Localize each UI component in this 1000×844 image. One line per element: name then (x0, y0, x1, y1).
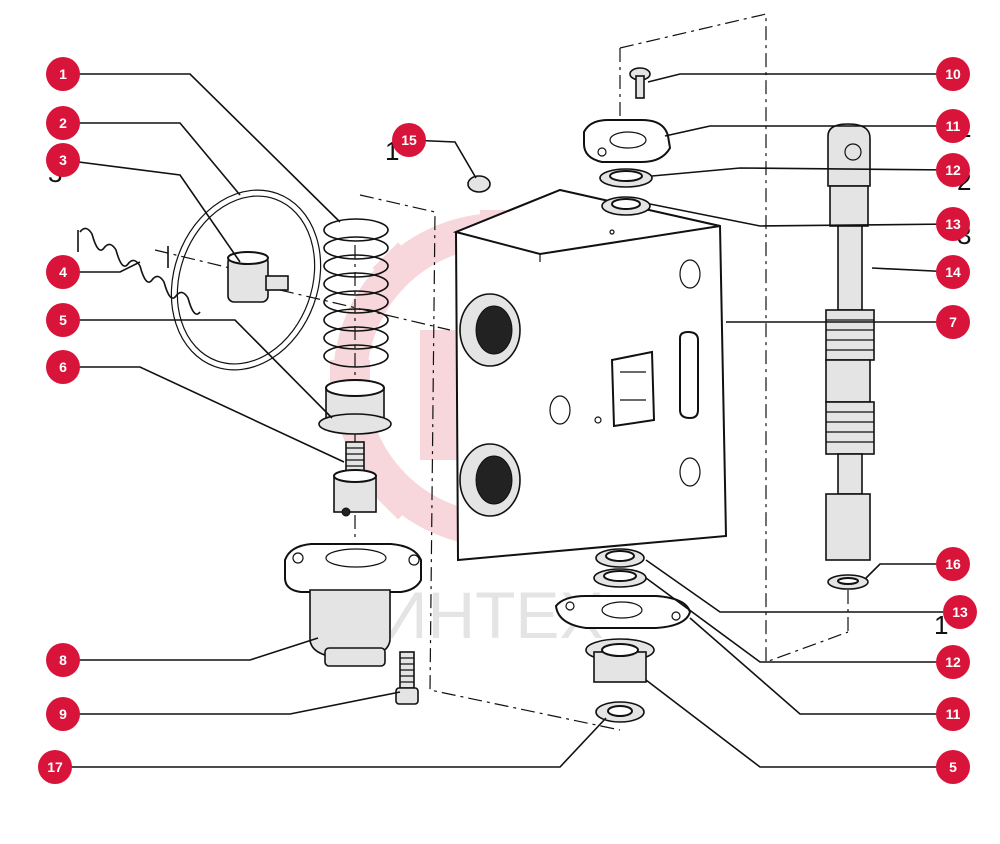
part-washer-bottom (593, 568, 647, 588)
part-small-spring (77, 227, 201, 315)
svg-text:3: 3 (59, 152, 67, 168)
part-spring-cup-bottom (585, 638, 655, 683)
callout-16: 16 (936, 547, 970, 581)
callout-6: 6 (46, 350, 80, 384)
part-main-spring (323, 218, 389, 368)
part-plug (467, 175, 491, 193)
svg-text:17: 17 (47, 759, 63, 775)
callout-9: 9 (46, 697, 80, 731)
part-snap-ring (827, 574, 869, 590)
svg-text:11: 11 (946, 706, 961, 722)
callout-5-bottom: 5 (936, 750, 970, 784)
callout-5: 5 (46, 303, 80, 337)
part-seal-bottom (595, 548, 645, 568)
svg-text:11: 11 (946, 118, 961, 134)
svg-text:6: 6 (59, 359, 67, 375)
part-ring-bottom (595, 701, 645, 723)
callout-1: 1 (46, 57, 80, 91)
part-valve-body (452, 188, 728, 562)
callout-17: 17 (38, 750, 72, 784)
part-piston (227, 251, 289, 303)
svg-text:1: 1 (59, 66, 67, 82)
callout-11-top: 11 (936, 109, 970, 143)
svg-text:4: 4 (59, 264, 67, 280)
svg-text:16: 16 (945, 556, 961, 572)
callout-14: 14 (936, 255, 970, 289)
part-valve-cover (284, 543, 422, 667)
callout-13-bottom: 13 (943, 595, 977, 629)
part-adjusting-screw (333, 441, 377, 517)
part-spring-cup-left (318, 379, 392, 435)
part-bolt (395, 651, 419, 705)
callout-15: 15 (392, 123, 426, 157)
svg-text:2: 2 (59, 115, 67, 131)
part-flange-top (583, 119, 672, 163)
svg-text:12: 12 (945, 654, 961, 670)
callout-11-bottom: 11 (936, 697, 970, 731)
part-flange-bottom (554, 595, 692, 629)
svg-text:9: 9 (59, 706, 67, 722)
svg-text:10: 10 (945, 66, 961, 82)
svg-text:14: 14 (945, 264, 961, 280)
svg-text:12: 12 (945, 162, 961, 178)
callout-4: 4 (46, 255, 80, 289)
svg-text:7: 7 (949, 314, 957, 330)
leader-lines (62, 73, 954, 768)
svg-text:8: 8 (59, 652, 67, 668)
callout-12-bottom: 12 (936, 645, 970, 679)
callout-13-top: 13 (936, 207, 970, 241)
callout-7: 7 (936, 305, 970, 339)
callout-10: 10 (936, 57, 970, 91)
svg-text:15: 15 (401, 132, 417, 148)
callout-3: 3 (46, 143, 80, 177)
svg-text:5: 5 (949, 759, 957, 775)
callout-12-top: 12 (936, 153, 970, 187)
part-washer-top (599, 168, 653, 188)
callout-8: 8 (46, 643, 80, 677)
part-o-ring (170, 189, 322, 371)
part-seal-top (601, 196, 651, 216)
callout-badges: 1 2 3 4 5 6 8 9 17 15 10 11 12 13 14 7 1… (38, 57, 977, 784)
part-valve-spool (825, 123, 875, 561)
svg-text:5: 5 (59, 312, 67, 328)
svg-text:13: 13 (952, 604, 968, 620)
svg-text:13: 13 (945, 216, 961, 232)
callout-2: 2 (46, 106, 80, 140)
part-top-screw (629, 67, 651, 99)
